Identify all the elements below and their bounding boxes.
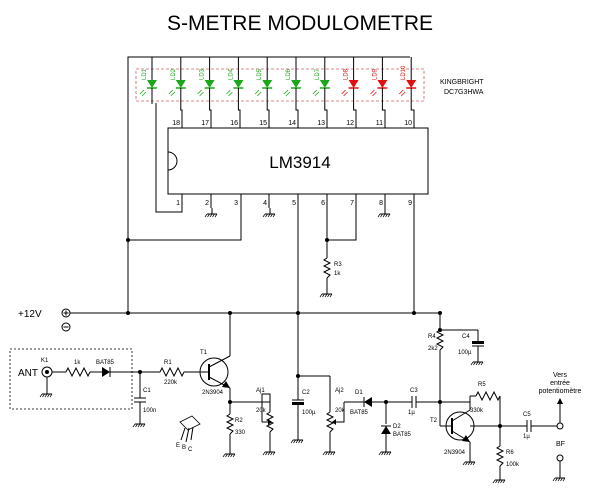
led-label: LD1: [142, 68, 148, 80]
led-8: LD8: [341, 57, 359, 104]
output-note-line2: entrée: [550, 380, 570, 387]
led-label: LD7: [315, 68, 321, 80]
c3-name: C3: [410, 388, 418, 394]
pinout-c: C: [188, 447, 193, 453]
chip-pin-number: 9: [408, 200, 412, 207]
chip-pin-number: 1: [176, 200, 180, 207]
led-label: LD9: [372, 68, 378, 80]
d2-value: BAT85: [393, 432, 412, 438]
t2-name: T2: [430, 418, 438, 424]
chip-pin-number: 2: [205, 200, 209, 207]
r6-value: 100k: [506, 462, 520, 468]
c2-name: C2: [302, 390, 310, 396]
c3-value: 1µ: [408, 410, 415, 416]
transistor-pinout-icon: [179, 415, 201, 443]
led-label: LD5: [257, 68, 263, 80]
chip-pin-number: 12: [346, 120, 354, 127]
led-10: LD10: [398, 57, 417, 104]
led-2: LD2: [168, 57, 186, 104]
led-6: LD6: [283, 57, 301, 104]
chip-pin-number: 3: [234, 200, 238, 207]
led-part-number: DC7G3HWA: [444, 89, 484, 96]
led-1: LD1: [139, 57, 157, 104]
supply-label: +12V: [18, 309, 42, 320]
led-label: LD2: [171, 68, 177, 80]
r5-value: 330k: [470, 408, 484, 414]
input-res-value: 1k: [74, 360, 81, 366]
c5-name: C5: [523, 412, 531, 418]
k1-label: K1: [41, 358, 49, 364]
r1-value: 220k: [164, 380, 178, 386]
led-label: LD8: [344, 68, 350, 80]
aj2-value: 20k: [335, 408, 346, 414]
c5-value: 1µ: [523, 434, 530, 440]
led-label: LD6: [286, 68, 292, 80]
r3-name: R3: [334, 262, 342, 268]
chip-pin-number: 4: [263, 200, 267, 207]
chip-pin-number: 14: [288, 120, 296, 127]
t1-name: T1: [200, 350, 208, 356]
chip-pin-number: 8: [379, 200, 383, 207]
c4-value: 100µ: [458, 350, 472, 356]
led-7: LD7: [312, 57, 330, 104]
lm3914-chip: [167, 127, 429, 195]
chip-pin-number: 10: [404, 120, 412, 127]
led-3: LD3: [197, 57, 215, 104]
chip-pin-number: 5: [292, 200, 296, 207]
chip-pin-number: 7: [350, 200, 354, 207]
chip-pin-number: 17: [201, 120, 209, 127]
chip-pin-number: 13: [317, 120, 325, 127]
led-label: LD3: [200, 68, 206, 80]
output-note-line1: Vers: [553, 372, 568, 379]
d2-name: D2: [393, 424, 401, 430]
input-box: [9, 348, 133, 410]
d1-name: D1: [355, 390, 363, 396]
c2-value: 100µ: [302, 410, 316, 416]
input-diode-value: BAT85: [96, 360, 115, 366]
chip-pin-number: 6: [321, 200, 325, 207]
chip-pin-number: 18: [172, 120, 180, 127]
aj2-name: Aj2: [335, 388, 344, 394]
schematic-title: S-METRE MODULOMETRE: [167, 12, 433, 35]
pinout-e: E: [176, 443, 180, 449]
r5-name: R5: [478, 382, 486, 388]
led-label: LD4: [228, 68, 234, 80]
r3-value: 1k: [334, 271, 341, 277]
r4-name: R4: [428, 334, 436, 340]
led-4: LD4: [226, 57, 244, 104]
output-note-line3: potentiomètre: [539, 388, 582, 395]
c1-name: C1: [143, 388, 151, 394]
t2-value: 2N3904: [444, 450, 466, 456]
chip-pin-number: 16: [230, 120, 238, 127]
aj1-value: 20k: [256, 408, 267, 414]
chip-name: LM3914: [269, 153, 330, 172]
r6-name: R6: [506, 450, 514, 456]
r2-value: 330: [235, 430, 246, 436]
led-row: LD1 LD2 LD3 LD4 LD5 LD6 LD7 LD8 LD9 LD10: [139, 57, 417, 104]
led-part-brand: KINGBRIGHT: [440, 79, 484, 86]
r2-name: R2: [235, 418, 243, 424]
pinout-b: B: [182, 445, 186, 451]
c1-value: 100n: [143, 408, 156, 414]
led-5: LD5: [254, 57, 273, 104]
c4-name: C4: [462, 334, 470, 340]
r1-name: R1: [164, 360, 172, 366]
chip-pin-number: 15: [259, 120, 267, 127]
bf-label: BF: [556, 441, 565, 448]
aj1-name: Aj1: [256, 388, 265, 394]
r4-value: 2k2: [428, 346, 438, 352]
t1-value: 2N3904: [202, 390, 224, 396]
ant-label: ANT: [18, 368, 38, 379]
d1-value: BAT85: [350, 410, 369, 416]
led-label: LD10: [401, 65, 407, 80]
led-9: LD9: [370, 57, 388, 104]
chip-pin-number: 11: [376, 120, 383, 127]
